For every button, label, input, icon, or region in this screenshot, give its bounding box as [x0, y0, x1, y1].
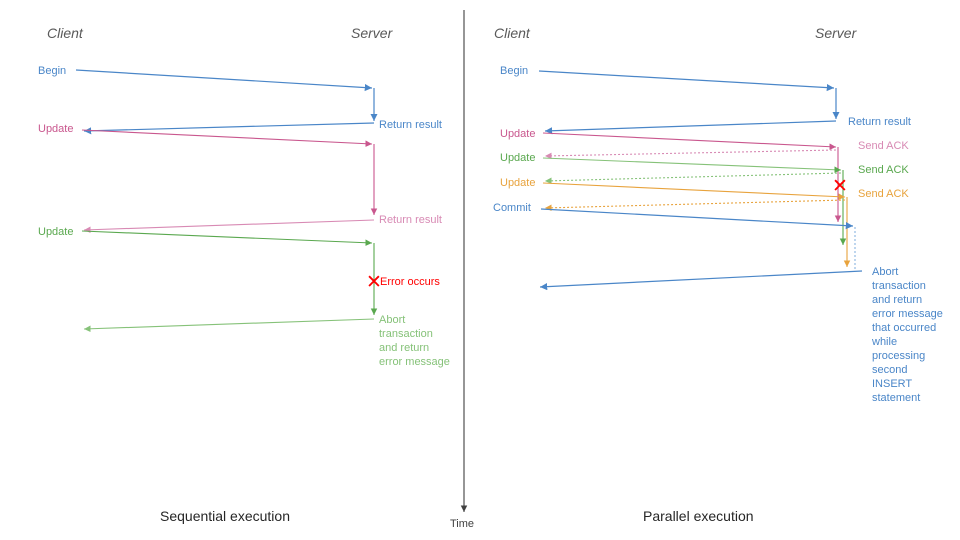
abort-line-3: and return	[379, 342, 429, 354]
right-label-ack3: Send ACK	[858, 188, 909, 200]
left-arrow-update1	[81, 129, 373, 147]
abort-line-7: processing	[872, 350, 925, 362]
left-panel-caption: Sequential execution	[160, 508, 290, 524]
right-label-update3: Update	[500, 177, 535, 189]
left-message-abort: Abort transaction and return error messa…	[83, 314, 450, 368]
right-label-ack1: Send ACK	[858, 140, 909, 152]
right-arrow-update2	[542, 157, 842, 174]
left-arrow-update2	[81, 230, 373, 247]
left-label-return1: Return result	[379, 119, 442, 131]
right-actor-server: Server	[815, 25, 858, 41]
right-arrow-ack2	[544, 172, 842, 185]
error-x-icon: ✕	[366, 272, 382, 293]
time-axis: Time	[450, 10, 474, 530]
right-label-update1: Update	[500, 128, 535, 140]
left-panel: Client Server Begin Return result Update…	[38, 25, 450, 524]
right-message-begin: Begin	[500, 65, 835, 92]
right-message-update3: Update Send ACK	[500, 177, 909, 200]
left-arrow-begin	[75, 69, 373, 92]
left-message-return1: Return result	[83, 119, 442, 135]
abort-line-2: transaction	[872, 280, 926, 292]
right-arrow-update1	[542, 132, 837, 150]
left-label-begin: Begin	[38, 65, 66, 77]
abort-line-9: INSERT	[872, 378, 912, 390]
left-arrow-return1	[83, 122, 375, 135]
left-message-begin: Begin	[38, 65, 373, 92]
right-label-abort: Abort transaction and return error messa…	[871, 266, 946, 404]
right-arrow-update3	[542, 182, 846, 200]
right-panel-caption: Parallel execution	[643, 508, 754, 524]
left-label-error: Error occurs	[380, 276, 440, 288]
right-message-commit: Commit	[493, 202, 854, 230]
abort-line-1: Abort	[872, 266, 898, 278]
left-label-update2: Update	[38, 226, 73, 238]
abort-line-4: error message	[872, 308, 943, 320]
left-arrow-return2	[83, 219, 375, 234]
right-arrow-ack1	[544, 149, 837, 160]
right-arrow-begin	[538, 70, 835, 92]
left-message-update2: Update	[38, 226, 373, 247]
left-error-marker: ✕ Error occurs	[366, 272, 440, 293]
left-actor-client: Client	[47, 25, 84, 41]
right-message-update2: Update Send ACK	[500, 152, 909, 176]
abort-line-1: Abort	[379, 314, 405, 326]
right-label-ack2: Send ACK	[858, 164, 909, 176]
right-message-abort: Abort transaction and return error messa…	[539, 266, 946, 404]
left-label-update1: Update	[38, 123, 73, 135]
right-label-update2: Update	[500, 152, 535, 164]
right-actor-client: Client	[494, 25, 531, 41]
right-arrow-commit	[540, 208, 854, 230]
time-axis-label: Time	[450, 518, 474, 530]
left-label-return2: Return result	[379, 214, 442, 226]
left-label-abort: Abort transaction and return error messa…	[379, 314, 450, 368]
right-error-x-icon: ✕	[832, 176, 848, 197]
abort-line-6: while	[871, 336, 897, 348]
right-label-begin: Begin	[500, 65, 528, 77]
left-message-return2: Return result	[83, 214, 442, 234]
abort-line-5: that occurred	[872, 322, 936, 334]
abort-line-3: and return	[872, 294, 922, 306]
abort-line-4: error message	[379, 356, 450, 368]
left-actor-server: Server	[351, 25, 394, 41]
left-message-update1: Update	[38, 123, 373, 147]
right-arrow-ack3	[544, 199, 846, 212]
abort-line-8: second	[872, 364, 907, 376]
right-label-commit: Commit	[493, 202, 531, 214]
right-message-return1: Return result	[544, 116, 911, 135]
abort-line-10: statement	[872, 392, 920, 404]
abort-line-2: transaction	[379, 328, 433, 340]
right-arrow-abort	[539, 270, 863, 291]
right-arrow-return1	[544, 120, 837, 135]
left-arrow-abort	[83, 318, 375, 333]
right-panel: Client Server Begin Return result Update…	[493, 25, 946, 524]
right-message-update1: Update Send ACK	[500, 128, 909, 152]
right-label-return1: Return result	[848, 116, 911, 128]
